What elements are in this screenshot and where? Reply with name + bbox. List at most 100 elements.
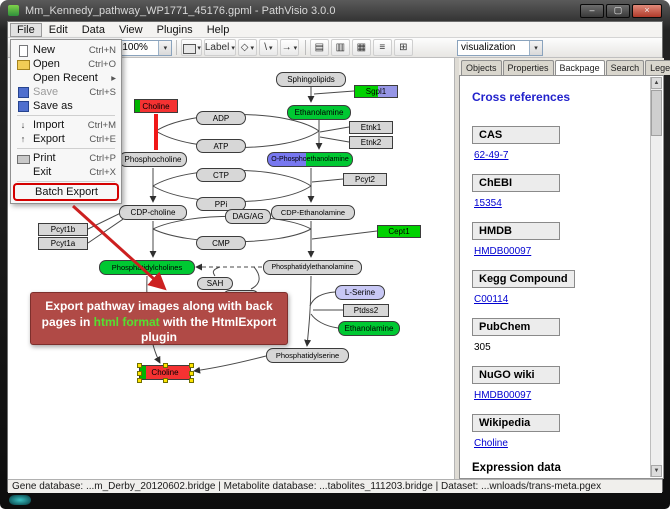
- pathway-node-sphingolipids[interactable]: Sphingolipids: [276, 72, 346, 87]
- pathway-node-sgpl1[interactable]: Sgpl1: [354, 85, 398, 98]
- maximize-button[interactable]: ▢: [606, 3, 630, 18]
- pathway-node-phosphatidylcholines[interactable]: Phosphatidylcholines: [99, 260, 195, 275]
- pathway-node-adp[interactable]: ADP: [196, 111, 246, 125]
- selection-handle[interactable]: [137, 363, 142, 368]
- align-center-icon: ▥: [335, 42, 346, 53]
- pathway-node-cept1[interactable]: Cept1: [377, 225, 421, 238]
- selection-handle[interactable]: [137, 370, 142, 376]
- chevron-down-icon[interactable]: ▾: [529, 40, 542, 55]
- visualization-combobox[interactable]: visualization ▾: [457, 39, 543, 56]
- selection-handle[interactable]: [189, 378, 194, 383]
- pathway-node-sah[interactable]: SAH: [197, 277, 233, 290]
- crossref-link[interactable]: HMDB00097: [474, 390, 532, 401]
- section-header: HMDB: [472, 222, 560, 240]
- pathway-node-cmp[interactable]: CMP: [196, 236, 246, 250]
- pathway-node-ethanolamine-top[interactable]: Ethanolamine: [287, 105, 351, 120]
- arrow-template-button[interactable]: →▾: [279, 39, 299, 56]
- pathway-node-pcyt1b[interactable]: Pcyt1b: [38, 223, 88, 236]
- pathway-node-dag-ag[interactable]: DAG/AG: [225, 209, 271, 224]
- sidebar: ObjectsPropertiesBackpageSearchLegend Cr…: [459, 58, 670, 479]
- pathway-node-cdp-ethanolamine[interactable]: CDP-Ethanolamine: [271, 205, 355, 220]
- close-button[interactable]: ×: [632, 3, 662, 18]
- tab-properties[interactable]: Properties: [502, 60, 554, 75]
- crossref-link[interactable]: HMDB00097: [474, 246, 532, 257]
- menu-edit[interactable]: Edit: [48, 23, 68, 36]
- node-label: CDP-choline: [130, 208, 176, 217]
- blank-icon: [18, 186, 32, 198]
- sidebar-scrollbar[interactable]: ▲ ▼: [650, 77, 662, 477]
- stack-button[interactable]: ⊞: [393, 39, 413, 56]
- pathway-node-phosphatidylserine[interactable]: Phosphatidylserine: [266, 348, 349, 363]
- menu-item-label: Print: [33, 152, 56, 164]
- selection-handle[interactable]: [189, 370, 194, 376]
- selection-handle[interactable]: [189, 363, 194, 368]
- align-grid-button[interactable]: ▦: [351, 39, 371, 56]
- pathway-node-o-phosphoethanolamine[interactable]: O-Phosphoethanolamine: [267, 152, 353, 167]
- menu-data[interactable]: Data: [81, 23, 105, 36]
- splitter[interactable]: [455, 58, 459, 479]
- scroll-thumb[interactable]: [651, 90, 662, 136]
- save-icon: [16, 86, 30, 98]
- blank-icon: [16, 72, 30, 84]
- chevron-down-icon[interactable]: ▾: [158, 40, 172, 55]
- menu-view[interactable]: View: [118, 23, 143, 36]
- shape-template-button[interactable]: ◇▾: [237, 39, 257, 56]
- pathway-node-choline-top[interactable]: Choline: [134, 99, 178, 113]
- align-center-button[interactable]: ▥: [330, 39, 350, 56]
- tab-backpage[interactable]: Backpage: [554, 60, 605, 76]
- pathway-node-choline-bottom[interactable]: Choline: [137, 363, 194, 383]
- menu-item-shortcut: Ctrl+E: [89, 133, 116, 145]
- tab-legend[interactable]: Legend: [645, 60, 670, 75]
- gene-template-button[interactable]: ▾: [181, 39, 202, 56]
- pathway-node-pcyt1a[interactable]: Pcyt1a: [38, 237, 88, 250]
- import-icon: [16, 119, 30, 131]
- crossref-link[interactable]: 62-49-7: [474, 150, 509, 161]
- pathway-node-ctp[interactable]: CTP: [196, 168, 246, 182]
- selection-handle[interactable]: [137, 378, 142, 383]
- minimize-button[interactable]: –: [580, 3, 604, 18]
- pathway-node-cdp-choline[interactable]: CDP-choline: [119, 205, 187, 220]
- crossref-link[interactable]: 15354: [474, 198, 502, 209]
- scroll-down-icon[interactable]: ▼: [651, 465, 662, 477]
- distribute-button[interactable]: ≡: [372, 39, 392, 56]
- line-template-button[interactable]: \▾: [258, 39, 278, 56]
- menu-help[interactable]: Help: [206, 23, 230, 36]
- tab-search[interactable]: Search: [605, 60, 645, 75]
- pathway-node-pcyt2[interactable]: Pcyt2: [343, 173, 387, 186]
- zoom-combobox[interactable]: 100% ▾: [118, 39, 173, 56]
- menu-file[interactable]: File: [10, 22, 42, 37]
- pathway-node-l-serine[interactable]: L-Serine: [335, 285, 385, 300]
- file-menu-item-open-recent[interactable]: Open Recent▸: [13, 71, 119, 85]
- pathway-node-etnk2[interactable]: Etnk2: [349, 136, 393, 149]
- crossref-link[interactable]: C00114: [474, 294, 509, 305]
- title-bar[interactable]: Mm_Kennedy_pathway_WP1771_45176.gpml - P…: [0, 0, 670, 21]
- menu-plugins[interactable]: Plugins: [156, 23, 193, 36]
- pathway-node-ppi[interactable]: PPi: [196, 197, 246, 211]
- file-menu-item-batch-export[interactable]: Batch Export: [15, 185, 117, 199]
- selection-handle[interactable]: [163, 363, 168, 368]
- callout-highlight: html format: [93, 314, 160, 329]
- pathway-node-etnk1[interactable]: Etnk1: [349, 121, 393, 134]
- selection-handle[interactable]: [163, 378, 168, 383]
- label-template-button[interactable]: Label▾: [203, 39, 236, 56]
- pathway-node-phosphatidylethanolamine[interactable]: Phosphatidylethanolamine: [263, 260, 362, 275]
- tab-objects[interactable]: Objects: [461, 60, 502, 75]
- pathway-node-atp[interactable]: ATP: [196, 139, 246, 153]
- pathway-node-ethanolamine-right[interactable]: Ethanolamine: [338, 321, 400, 336]
- scroll-up-icon[interactable]: ▲: [651, 77, 662, 89]
- align-left-button[interactable]: ▤: [309, 39, 329, 56]
- pathway-node-phosphocholine[interactable]: Phosphocholine: [119, 152, 187, 167]
- chevron-down-icon: ▾: [197, 44, 201, 52]
- crossref-link[interactable]: Choline: [474, 438, 508, 449]
- pathway-node-ptdss2[interactable]: Ptdss2: [343, 304, 389, 317]
- file-menu-item-save-as[interactable]: Save as: [13, 99, 119, 113]
